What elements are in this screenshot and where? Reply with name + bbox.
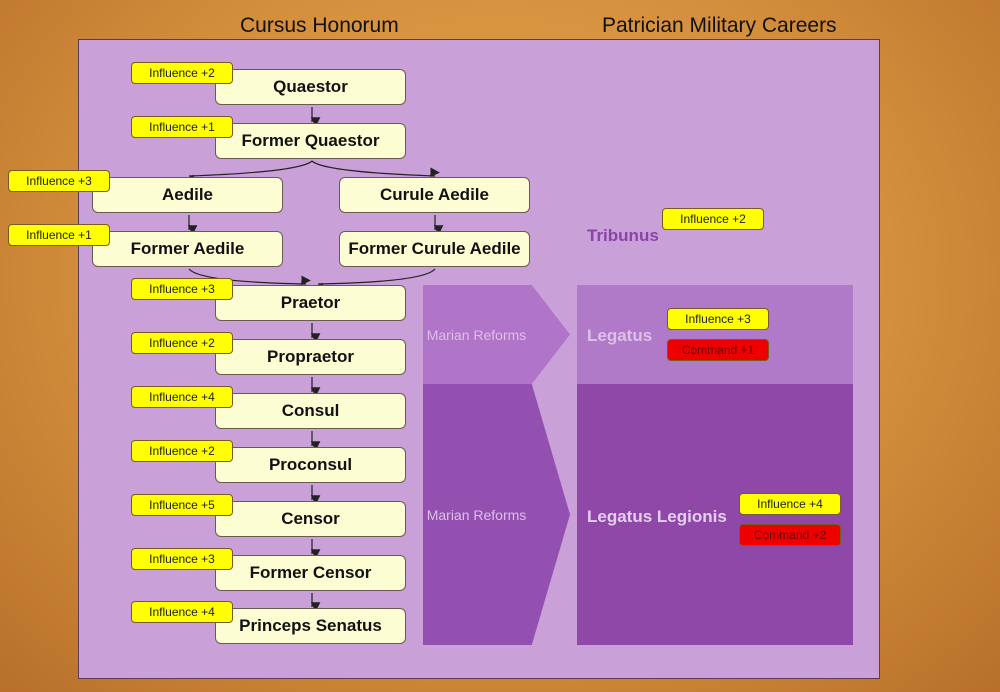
influence-tag-propraetor: Influence +2 (131, 332, 233, 354)
influence-tag-aedile: Influence +3 (8, 170, 110, 192)
office-censor: Censor (215, 501, 406, 537)
tribunus-influence-tag: Influence +2 (662, 208, 764, 230)
office-consul: Consul (215, 393, 406, 429)
office-former-curule-aedile: Former Curule Aedile (339, 231, 530, 267)
marian-reforms-label: Marian Reforms (426, 326, 527, 343)
office-propraetor: Propraetor (215, 339, 406, 375)
cursus-honorum-title: Cursus Honorum (240, 14, 399, 37)
influence-tag-quaestor: Influence +2 (131, 62, 233, 84)
influence-tag-former-quaestor: Influence +1 (131, 116, 233, 138)
legatus-influence-tag: Influence +3 (667, 308, 769, 330)
office-former-censor: Former Censor (215, 555, 406, 591)
legatus-command-tag: Command +1 (667, 339, 769, 361)
office-curule-aedile: Curule Aedile (339, 177, 530, 213)
office-quaestor: Quaestor (215, 69, 406, 105)
influence-tag-censor: Influence +5 (131, 494, 233, 516)
office-praetor: Praetor (215, 285, 406, 321)
legatus-region (577, 285, 853, 384)
office-aedile: Aedile (92, 177, 283, 213)
military-careers-title: Patrician Military Careers (602, 14, 837, 37)
office-proconsul: Proconsul (215, 447, 406, 483)
office-princeps-senatus: Princeps Senatus (215, 608, 406, 644)
influence-tag-princeps-senatus: Influence +4 (131, 601, 233, 623)
legatus-label: Legatus (587, 326, 653, 345)
office-former-quaestor: Former Quaestor (215, 123, 406, 159)
influence-tag-former-aedile: Influence +1 (8, 224, 110, 246)
legatus-legionis-command-tag: Command +2 (739, 524, 841, 546)
influence-tag-proconsul: Influence +2 (131, 440, 233, 462)
influence-tag-former-censor: Influence +3 (131, 548, 233, 570)
tribunus-label: Tribunus (587, 226, 659, 245)
influence-tag-consul: Influence +4 (131, 386, 233, 408)
influence-tag-praetor: Influence +3 (131, 278, 233, 300)
marian-reforms-label: Marian Reforms (426, 506, 527, 523)
legatus-legionis-label: Legatus Legionis (587, 507, 727, 526)
office-former-aedile: Former Aedile (92, 231, 283, 267)
legatus-legionis-influence-tag: Influence +4 (739, 493, 841, 515)
